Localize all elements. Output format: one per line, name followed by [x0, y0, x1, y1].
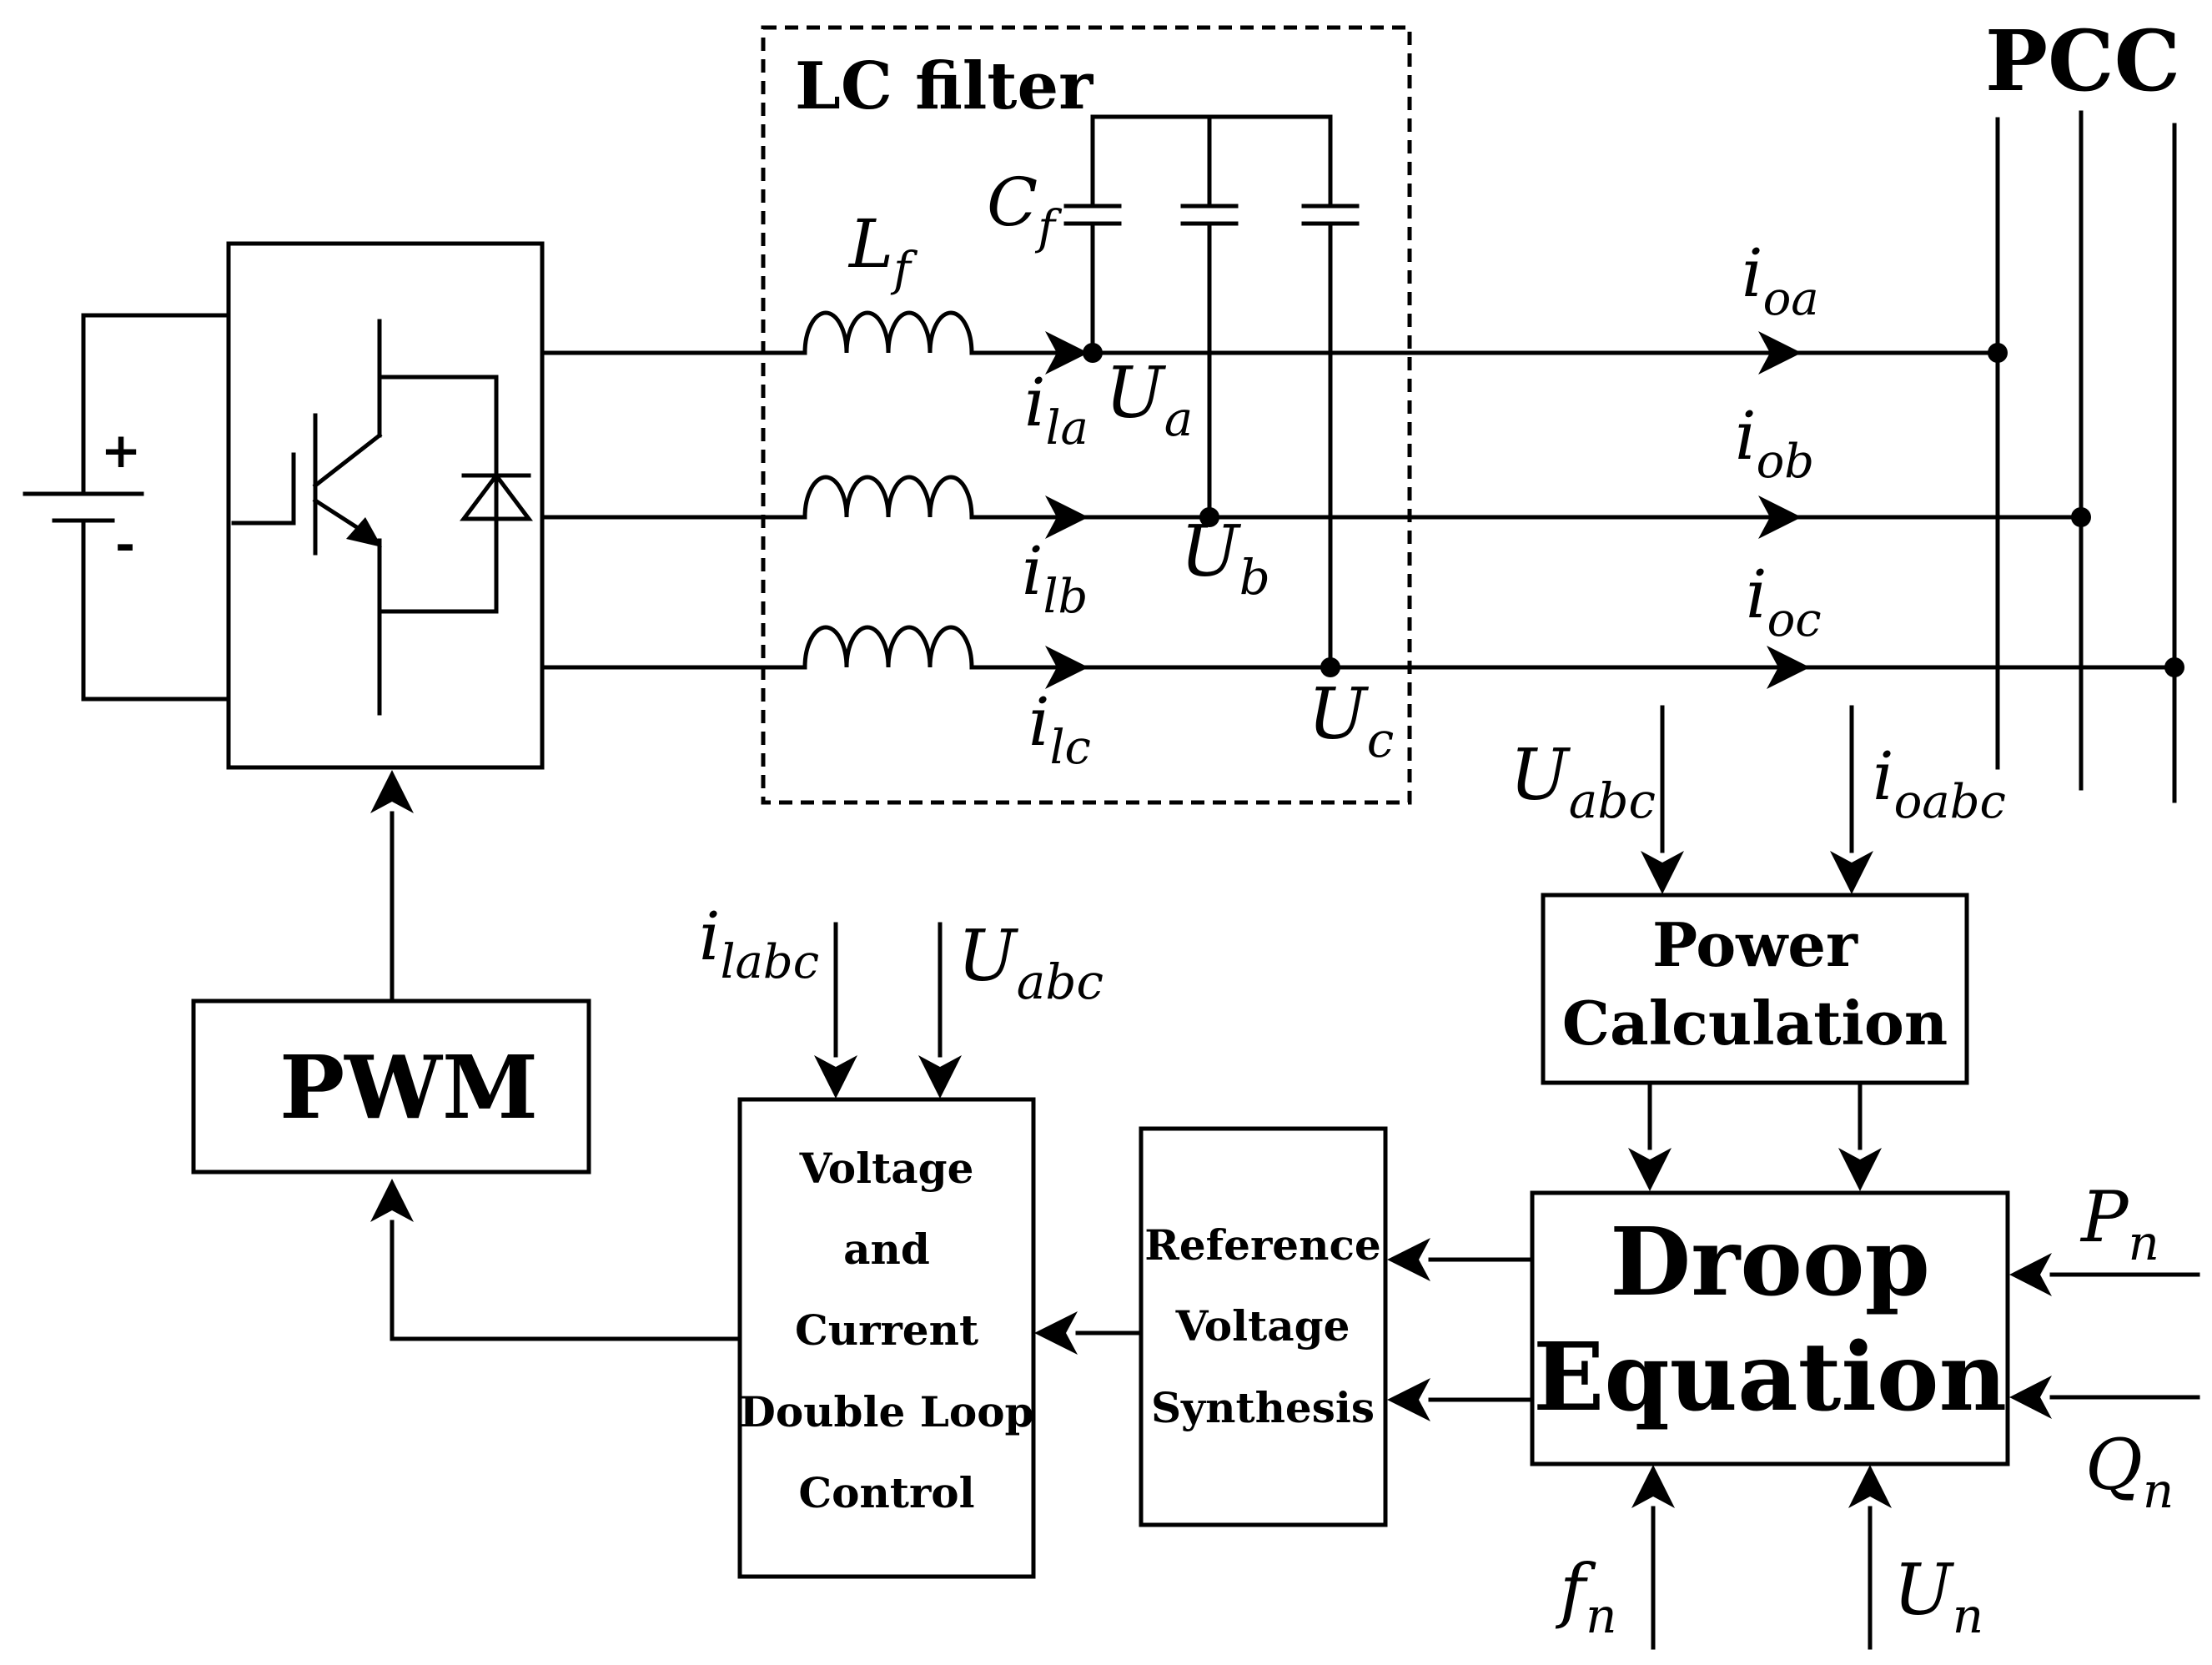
inverter-bridge [226, 241, 545, 770]
pwm-block: PWM [191, 998, 591, 1175]
ua-label: Ua [1105, 352, 1193, 447]
lc-filter-box [761, 25, 1412, 805]
control-line-4: Double Loop [739, 1387, 1033, 1436]
phase-lines [541, 350, 2177, 670]
control-line-5: Control [798, 1468, 974, 1517]
power-calc-inputs [1641, 705, 1873, 894]
uc-label: Uc [1308, 673, 1394, 768]
lf-label: Lf [847, 205, 918, 297]
ila-label: ila [1024, 364, 1088, 455]
pwm-label: PWM [279, 1036, 538, 1139]
cf-label: Cf [987, 163, 1063, 255]
droop-equation-block: Droop Equation [1530, 1190, 2010, 1466]
minus-sign: - [115, 516, 135, 572]
dc-source: + - [23, 313, 229, 702]
control-line-3: Current [795, 1305, 978, 1355]
ub-label: Ub [1180, 511, 1270, 606]
droop-line-1: Droop [1610, 1208, 1930, 1317]
reference-voltage-block: Reference Voltage Synthesis [1139, 1126, 1388, 1527]
control-line-1: Voltage [799, 1144, 974, 1193]
droop-setpoint-inputs [1631, 1253, 2200, 1650]
control-to-pwm-arrow [370, 1179, 741, 1341]
power-calculation-block: Power Calculation [1541, 893, 1969, 1085]
ilb-label: ilb [1022, 532, 1088, 624]
uabc-control-label: Uabc [958, 915, 1103, 1010]
un-label: Un [1893, 1549, 1983, 1644]
reference-line-1: Reference [1144, 1220, 1380, 1270]
qn-label: Qn [2085, 1424, 2174, 1519]
pn-label: Pn [2079, 1176, 2159, 1271]
ilc-label: ilc [1028, 683, 1091, 775]
ioabc-measure-label: ioabc [1873, 737, 2006, 829]
pwm-to-inverter-arrow [370, 770, 414, 1002]
lc-filter-label: LC filter [795, 48, 1093, 124]
pcc-bus [1988, 110, 2184, 803]
reference-to-control-arrow [1034, 1311, 1142, 1355]
pcc-label: PCC [1985, 12, 2180, 110]
reference-line-2: Voltage [1175, 1301, 1350, 1351]
ioc-label: ioc [1746, 556, 1822, 647]
uabc-measure-label: Uabc [1510, 734, 1656, 829]
ioa-label: ioa [1742, 234, 1819, 326]
inductors [802, 310, 974, 668]
control-line-2: and [843, 1225, 930, 1274]
ilabc-label: ilabc [699, 898, 819, 989]
power-to-droop-arrows [1628, 1082, 1882, 1191]
iob-label: iob [1735, 397, 1814, 489]
double-loop-control-block: Voltage and Current Double Loop Control [737, 1097, 1036, 1579]
reference-line-3: Synthesis [1151, 1383, 1375, 1432]
fn-label: fn [1555, 1549, 1616, 1644]
plus-sign: + [101, 422, 142, 479]
power-calc-line-1: Power [1652, 909, 1858, 980]
control-inputs [814, 922, 962, 1099]
capacitors [1063, 114, 1360, 677]
power-calc-line-2: Calculation [1562, 988, 1948, 1059]
droop-line-2: Equation [1533, 1323, 2007, 1432]
droop-to-reference-arrows [1387, 1238, 1533, 1421]
